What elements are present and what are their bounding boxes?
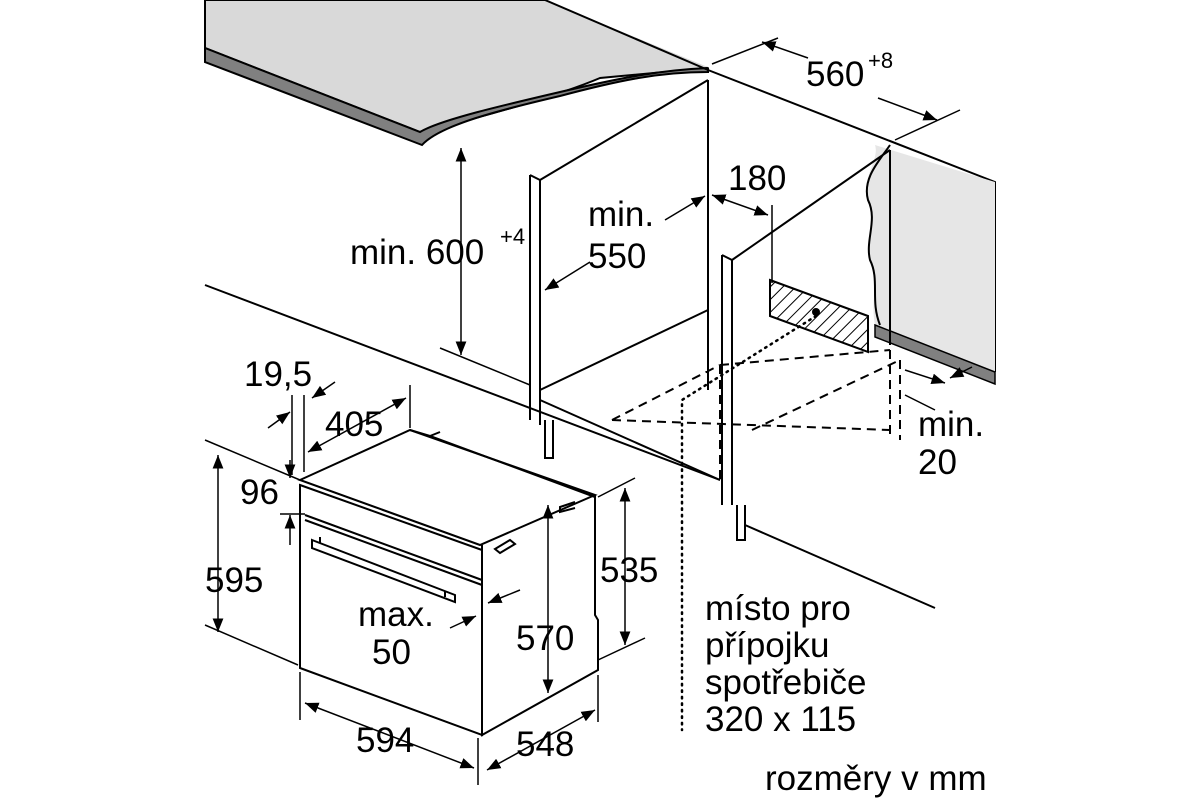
ext-oven-height-top [204, 439, 301, 481]
cabinet-plinth-right [736, 505, 746, 541]
label-top-offset: 19,5 [244, 355, 312, 394]
ext-cabinet-height-bottom [439, 347, 531, 386]
dim-door-projection-b [449, 615, 477, 629]
ext-oven-height-bottom [204, 624, 299, 666]
label-panel-height: 96 [240, 473, 279, 512]
oven-handle-knob [493, 538, 517, 555]
cabinet-right-panel [721, 149, 891, 505]
oven-side [481, 495, 599, 737]
oven-top-rear-lip [409, 429, 596, 498]
dim-niche-width-a [761, 41, 809, 59]
dim-connection-offset [711, 194, 769, 216]
dim-cabinet-depth-a [664, 195, 706, 221]
oven-control-panel [304, 514, 483, 581]
ext-niche-width-right [894, 109, 961, 141]
label-inner-height: 535 [600, 551, 658, 590]
label-connection-note-4: 320 x 115 [705, 700, 856, 739]
cabinet-plinth-left [544, 420, 554, 459]
label-top-depth: 405 [325, 405, 383, 444]
countertop-right-surface [545, 0, 1200, 190]
label-oven-height: 595 [205, 561, 263, 600]
countertop [204, 0, 1200, 386]
connection-leader [680, 314, 818, 732]
label-units-note: rozměry v mm [765, 759, 987, 798]
side-panel-right [866, 145, 995, 372]
ext-side-gap [904, 394, 936, 411]
label-side-gap-1: min. [918, 405, 984, 444]
floor-line [204, 284, 936, 609]
label-cabinet-height: min. 600 [350, 233, 484, 272]
dim-top-depth [307, 397, 407, 453]
oven-door-top [304, 519, 483, 586]
cabinet-floor [539, 309, 721, 481]
oven-top [297, 428, 598, 547]
oven-front [299, 483, 483, 737]
label-door-projection-1: max. [358, 595, 434, 634]
connection-area-hatch [769, 278, 869, 354]
side-panel-right-edge [874, 323, 996, 386]
dimension-lines [204, 37, 973, 785]
oven-side-mount [559, 501, 576, 514]
label-side-gap-2: 20 [918, 443, 957, 482]
label-cabinet-depth-2: 550 [588, 237, 646, 276]
label-connection-offset: 180 [728, 159, 786, 198]
ext-inner-height-top [597, 477, 636, 498]
labels: min. 600 +4 min. 550 560 +8 180 min. 20 … [205, 48, 987, 798]
dim-door-projection-a [487, 589, 521, 604]
label-niche-width-sup: +8 [868, 48, 893, 73]
connection-area [0, 0, 1, 1]
label-connection-note-2: přípojku [705, 626, 830, 665]
oven [297, 428, 599, 737]
connection-socket [812, 308, 820, 316]
label-connection-note-3: spotřebiče [705, 663, 866, 702]
cabinet-left-panel [529, 79, 709, 425]
label-oven-width: 594 [356, 721, 414, 760]
label-body-height: 570 [516, 619, 574, 658]
ext-inner-height-bottom [597, 637, 646, 661]
label-cabinet-depth-1: min. [588, 195, 654, 234]
dim-side-gap-a [904, 369, 946, 384]
dim-oven-width [304, 702, 475, 769]
label-cabinet-height-sup: +4 [500, 224, 525, 249]
dim-top-offset-a [267, 411, 291, 429]
dim-cabinet-depth-b [544, 261, 591, 291]
dim-niche-width-b [877, 97, 938, 121]
ext-niche-width-left [711, 37, 779, 65]
cabinet [0, 0, 936, 732]
dim-oven-depth [486, 709, 596, 771]
dim-top-offset-b [311, 381, 336, 399]
label-niche-width: 560 [806, 55, 864, 94]
label-connection-note-1: místo pro [705, 589, 851, 628]
countertop-edge [204, 46, 709, 147]
label-door-projection-2: 50 [372, 633, 411, 672]
oven-handle [311, 537, 456, 604]
hidden-lines [611, 320, 901, 480]
label-oven-depth: 548 [516, 725, 574, 764]
torn-edge [865, 144, 891, 326]
dim-side-gap-b [949, 366, 973, 379]
